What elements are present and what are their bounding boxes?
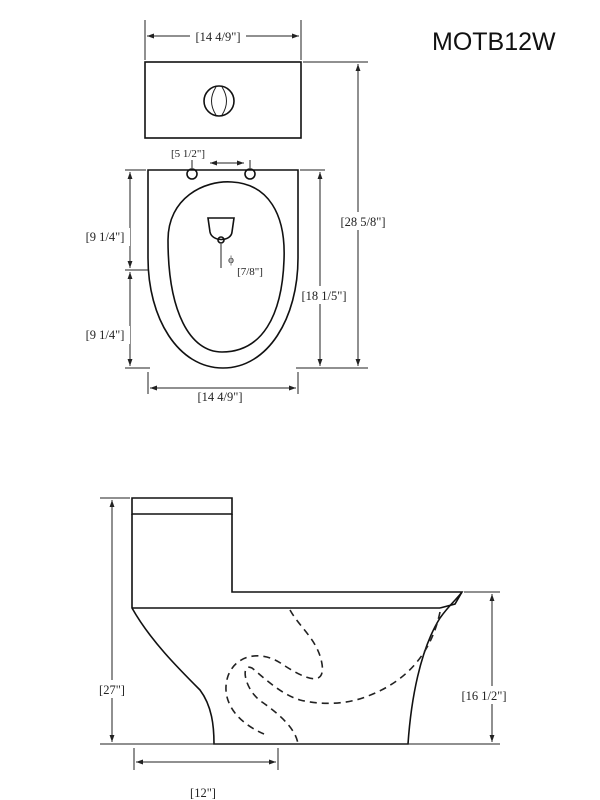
model-label: MOTB12W — [432, 28, 556, 56]
dim-bowl-depth: [18 1/5"] — [301, 289, 346, 303]
dim-rim-height: [16 1/2"] — [461, 689, 506, 703]
dim-total-height: [27"] — [99, 683, 125, 697]
dim-front-to-bolt: [9 1/4"] — [86, 230, 125, 244]
tank-outline — [144, 61, 302, 139]
dim-rough-in: [12"] — [190, 786, 216, 800]
top-view: [14 4/9"] [28 5/8"] [18 1/5"] [9 1/4"] [… — [80, 20, 390, 404]
trapway-hidden-line-lower — [244, 611, 441, 745]
dim-total-depth: [28 5/8"] — [340, 215, 385, 229]
trapway-hidden-line-upper — [225, 609, 324, 735]
bowl-opening — [167, 181, 285, 353]
outlet-hole-icon — [217, 236, 225, 244]
dim-bolt-spacing: [5 1/2"] — [171, 148, 205, 160]
flush-button-icon — [203, 85, 235, 117]
bolt-hole-left-icon — [186, 168, 198, 180]
side-view: [27"] [16 1/2"] [12"] — [94, 497, 512, 800]
dim-tank-width: [14 4/9"] — [195, 30, 240, 44]
bolt-hole-right-icon — [244, 168, 256, 180]
body-outline — [131, 514, 464, 745]
phi-symbol: ϕ — [228, 254, 234, 266]
dim-outlet-diameter: [7/8"] — [237, 266, 263, 278]
dim-bolt-to-rear: [9 1/4"] — [86, 328, 125, 342]
bowl-outline — [147, 169, 299, 369]
tank-lid — [131, 497, 233, 515]
dim-bowl-width: [14 4/9"] — [197, 390, 242, 404]
